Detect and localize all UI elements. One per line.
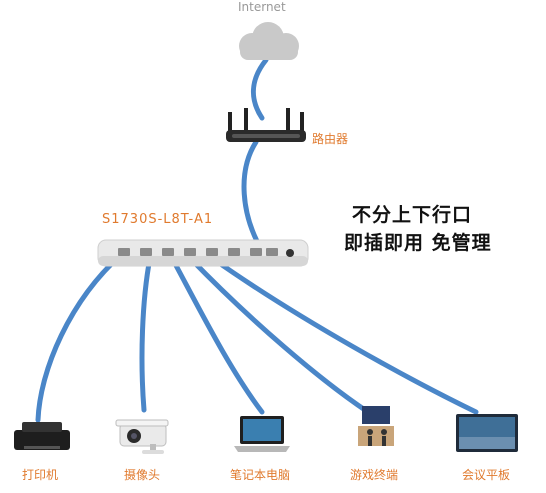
cable-camera xyxy=(139,255,153,413)
switch-icon xyxy=(97,239,309,267)
switch-model-label: S1730S-L8T-A1 xyxy=(102,212,214,227)
router-label: 路由器 xyxy=(312,132,349,146)
printer-icon xyxy=(14,422,70,450)
slogan-line1: 不分上下行口 xyxy=(352,204,473,226)
meeting-tablet-icon xyxy=(456,414,518,452)
meeting-tablet-label: 会议平板 xyxy=(462,468,511,482)
cable-printer xyxy=(35,251,125,423)
laptop-icon xyxy=(234,416,290,452)
cable-meeting-tablet xyxy=(209,255,479,415)
cable-laptop xyxy=(169,255,265,415)
internet-label: Internet xyxy=(238,0,286,14)
cable-game-terminal xyxy=(187,255,371,415)
cable-router-switch xyxy=(241,139,267,257)
cloud-icon xyxy=(239,22,299,60)
laptop-label: 笔记本电脑 xyxy=(230,468,291,482)
camera-icon xyxy=(115,419,169,454)
slogan-line2: 即插即用 免管理 xyxy=(344,232,492,254)
game-terminal-icon xyxy=(358,406,394,446)
router-icon xyxy=(226,108,306,142)
camera-label: 摄像头 xyxy=(124,468,161,482)
cable-internet-router xyxy=(250,57,269,121)
game-terminal-label: 游戏终端 xyxy=(350,468,399,482)
printer-label: 打印机 xyxy=(22,468,59,482)
